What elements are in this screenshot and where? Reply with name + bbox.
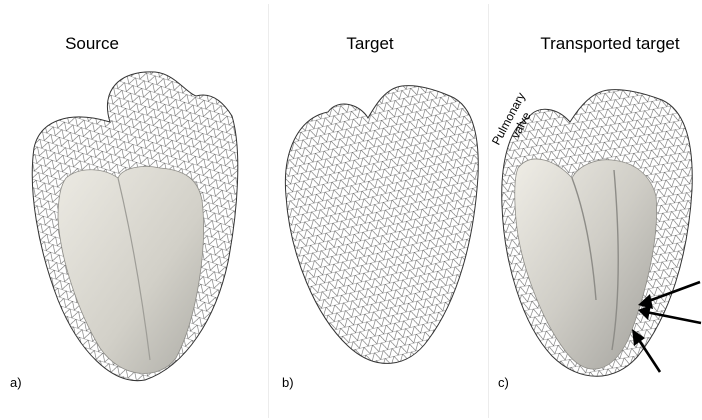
panel-source: Source a) [0, 0, 268, 420]
panel-label: c) [498, 375, 509, 390]
transported-figure [488, 0, 702, 420]
panel-target: Target b) [268, 0, 488, 420]
target-figure [268, 0, 488, 420]
ventricle-solid [58, 166, 204, 373]
panel-label: a) [10, 375, 22, 390]
panel-label: b) [282, 375, 294, 390]
source-figure [0, 0, 268, 420]
panel-transported-target: Transported target Pulmonary valve c) [488, 0, 702, 420]
heart-mesh [285, 86, 478, 364]
